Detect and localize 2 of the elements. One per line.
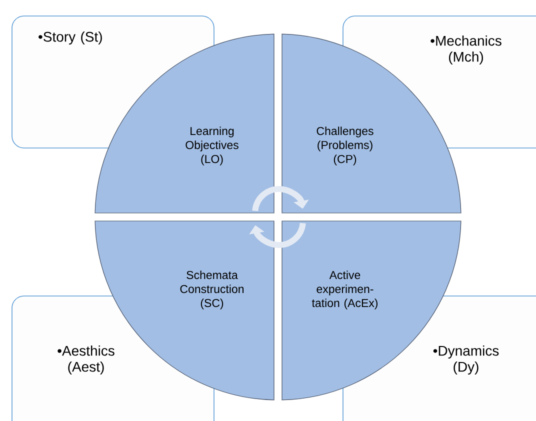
cycle-arrow — [252, 186, 309, 212]
cycle-arrow — [249, 222, 306, 248]
